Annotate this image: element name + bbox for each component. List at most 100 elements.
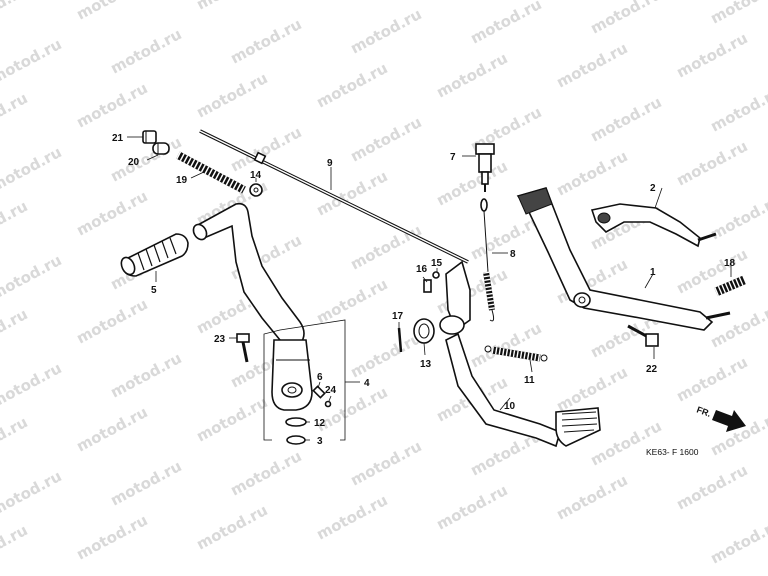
watermark-text: motod.ru	[467, 319, 544, 371]
watermark-text: motod.ru	[0, 0, 31, 34]
watermark-text: motod.ru	[347, 5, 424, 57]
watermark-text: motod.ru	[107, 457, 184, 509]
washer-part-14	[249, 183, 263, 197]
callout-9: 9	[327, 158, 333, 169]
callout-16: 16	[416, 264, 428, 275]
watermark-text: motod.ru	[73, 187, 150, 239]
bolt-part-23	[236, 333, 250, 363]
callout-22: 22	[646, 364, 658, 375]
watermark-text: motod.ru	[707, 299, 768, 351]
watermark-text: motod.ru	[553, 471, 630, 523]
brake-pedal-part-10	[439, 260, 601, 448]
footrest-bar-part-1	[516, 187, 731, 331]
watermark-text: motod.ru	[0, 89, 31, 141]
shift-rod-part	[199, 129, 469, 264]
watermark-text: motod.ru	[73, 511, 150, 563]
watermark-text: motod.ru	[0, 467, 65, 519]
fr-label: FR.	[695, 404, 712, 418]
watermark-text: motod.ru	[433, 265, 510, 317]
callout-18: 18	[724, 258, 736, 269]
watermark-text: motod.ru	[0, 197, 31, 249]
watermark-text: motod.ru	[0, 521, 31, 573]
callout-10: 10	[504, 401, 516, 412]
watermark-text: motod.ru	[0, 305, 31, 357]
watermark-text: motod.ru	[467, 0, 544, 48]
watermark-text: motod.ru	[193, 393, 270, 445]
arrow-right-icon	[712, 410, 746, 432]
watermark-text: motod.ru	[0, 35, 65, 87]
callout-12: 12	[314, 418, 326, 429]
watermark-text: motod.ru	[73, 295, 150, 347]
ring-part-13	[413, 318, 435, 344]
watermark-text: motod.ru	[553, 39, 630, 91]
spring-part-19	[176, 151, 246, 194]
watermark-text: motod.ru	[193, 501, 270, 553]
callout-11: 11	[524, 375, 535, 386]
watermark-text: motod.ru	[193, 0, 270, 14]
pin-part-20	[152, 142, 170, 155]
watermark-text: motod.ru	[433, 49, 510, 101]
watermark-text: motod.ru	[347, 113, 424, 165]
watermark-text: motod.ru	[0, 413, 31, 465]
callout-3: 3	[317, 436, 323, 447]
front-direction-indicator: FR.	[695, 404, 746, 432]
spring-part-11	[484, 345, 548, 362]
watermark-text: motod.ru	[347, 437, 424, 489]
callout-6: 6	[317, 372, 323, 383]
callout-24: 24	[325, 385, 337, 396]
watermark-text: motod.ru	[193, 69, 270, 121]
spring-part-18	[714, 275, 746, 297]
watermark-text: motod.ru	[553, 363, 630, 415]
callout-7: 7	[450, 152, 456, 163]
watermark-text: motod.ru	[673, 353, 750, 405]
callout-15: 15	[431, 258, 443, 269]
watermark-text: motod.ru	[673, 245, 750, 297]
callout-labels: 21 20 19 14 5 23 9 7 8 2 1 18 22 11 10 1…	[112, 133, 736, 447]
callout-13: 13	[420, 359, 432, 370]
watermark-text: motod.ru	[347, 329, 424, 381]
watermark-text: motod.ru	[673, 29, 750, 81]
callout-8: 8	[510, 249, 516, 260]
callout-19: 19	[176, 175, 188, 186]
callout-23: 23	[214, 334, 226, 345]
callout-5: 5	[151, 285, 157, 296]
spring-part-8	[480, 198, 495, 322]
watermark-text: motod.ru	[347, 221, 424, 273]
callout-21: 21	[112, 133, 124, 144]
watermark-text: motod.ru	[433, 481, 510, 533]
callout-14: 14	[250, 170, 262, 181]
small-pins	[397, 271, 440, 353]
watermark-text: motod.ru	[673, 461, 750, 513]
small-parts	[285, 385, 332, 445]
watermark-text: motod.ru	[227, 15, 304, 67]
bracket-part-2	[590, 203, 717, 248]
diagram-code: KE63- F 1600	[646, 447, 699, 457]
callout-2: 2	[650, 183, 656, 194]
watermark-text: motod.ru	[0, 143, 65, 195]
callout-1: 1	[650, 267, 656, 278]
watermark-text: motod.ru	[587, 0, 664, 38]
watermark-text: motod.ru	[553, 147, 630, 199]
watermark-text: motod.ru	[707, 83, 768, 135]
watermark-text: motod.ru	[73, 79, 150, 131]
watermark-text: motod.ru	[313, 491, 390, 543]
watermark-text: motod.ru	[73, 0, 150, 24]
switch-part-7	[475, 143, 495, 192]
watermark-text: motod.ru	[673, 137, 750, 189]
kick-starter-arm-part-4	[192, 202, 313, 411]
callout-17: 17	[392, 311, 404, 322]
watermark-text: motod.ru	[433, 157, 510, 209]
callout-4: 4	[364, 378, 370, 389]
callout-20: 20	[128, 157, 140, 168]
watermark-text: motod.ru	[227, 447, 304, 499]
rubber-grip-part-5	[120, 233, 189, 277]
nut-part-21	[142, 130, 157, 144]
watermark-text: motod.ru	[0, 251, 65, 303]
watermark-text: motod.ru	[73, 403, 150, 455]
watermark-text: motod.ru	[707, 515, 768, 567]
watermark-text: motod.ru	[107, 25, 184, 77]
leader-lines	[127, 136, 732, 441]
